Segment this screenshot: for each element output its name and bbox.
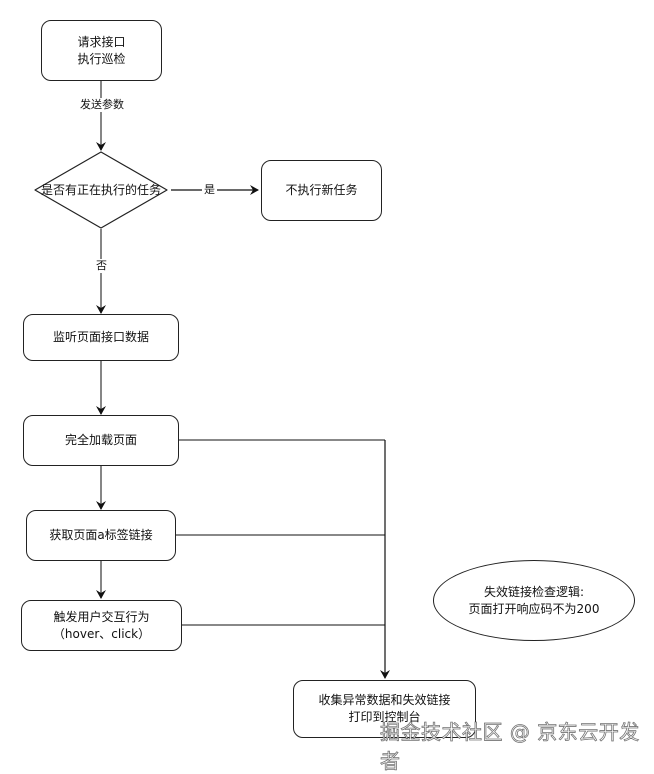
decision-label: 是否有正在执行的任务 — [40, 183, 161, 197]
interact-node: 触发用户交互行为 （hover、click） — [21, 600, 182, 651]
edge-label-send-params: 发送参数 — [78, 98, 126, 112]
note-ellipse: 失效链接检查逻辑: 页面打开响应码不为200 — [433, 560, 635, 641]
collect-node: 收集异常数据和失效链接 打印到控制台 — [293, 680, 476, 738]
start-node: 请求接口 执行巡检 — [41, 20, 162, 81]
load-node: 完全加载页面 — [23, 415, 179, 466]
edge-label-no: 否 — [94, 259, 109, 273]
links-node: 获取页面a标签链接 — [26, 510, 176, 561]
watermark-text: 掘金技术社区 @ 京东云开发者 — [380, 720, 640, 774]
decision-diamond — [34, 151, 168, 229]
edge-label-yes: 是 — [202, 183, 217, 197]
skip-node: 不执行新任务 — [261, 160, 382, 221]
listen-node: 监听页面接口数据 — [23, 314, 179, 361]
